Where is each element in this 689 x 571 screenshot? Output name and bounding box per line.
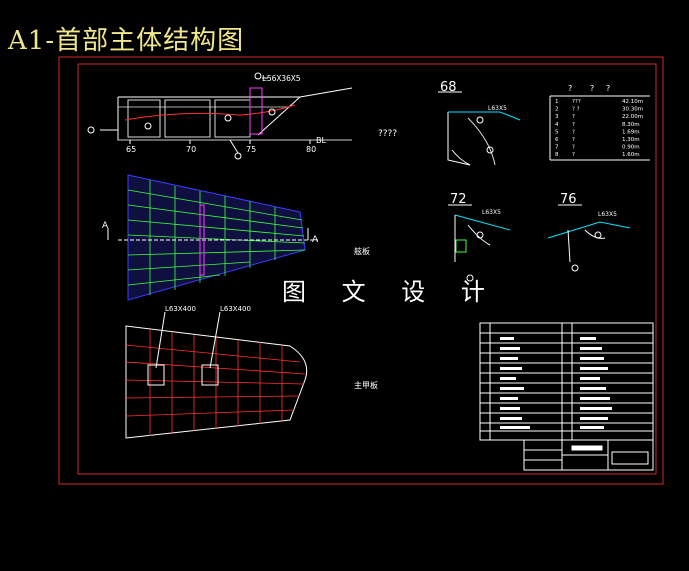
small-table-header-2: ? xyxy=(590,84,594,93)
small-table-cell: 8 xyxy=(555,152,559,158)
small-table-cell: ? xyxy=(572,129,575,135)
small-table-cell: 2 xyxy=(555,107,559,113)
section-72 xyxy=(448,204,511,282)
lower-plan-label: 主甲板 xyxy=(354,380,378,390)
small-table-cell: 1.69m xyxy=(622,129,640,135)
profile-note: ???? xyxy=(378,129,397,139)
small-table-header-1: ? xyxy=(568,84,572,93)
upper-plan-end-left: A xyxy=(102,221,109,231)
section-68 xyxy=(438,91,521,166)
small-table-cell: ? xyxy=(572,122,575,128)
small-table-cell: 42.10m xyxy=(622,99,643,105)
small-table-cell: 8.30m xyxy=(622,122,640,128)
small-table xyxy=(549,95,650,161)
profile-view xyxy=(87,72,353,160)
section-76-callout: L63X5 xyxy=(598,211,617,218)
frame-label-70: 70 xyxy=(186,145,196,154)
upper-plan-label: 舷板 xyxy=(354,246,370,256)
frame-label-75: 75 xyxy=(246,145,256,154)
small-table-cell: ? ? xyxy=(572,107,580,113)
profile-callout: L56X36X5 xyxy=(262,74,301,83)
small-table-cell: 5 xyxy=(555,129,559,135)
small-table-cell: 4 xyxy=(555,122,559,128)
section-68-label: 68 xyxy=(440,80,457,95)
small-table-cell: 6 xyxy=(555,137,559,143)
section-68-callout: L63X5 xyxy=(488,105,507,112)
small-table-cell: ? xyxy=(572,137,575,143)
small-table-cell: ? xyxy=(572,114,575,120)
lower-plan-callout-1: L63X400 xyxy=(165,305,196,313)
lower-plan-view xyxy=(125,311,308,439)
small-table-cell: 0.90m xyxy=(622,145,640,151)
section-76 xyxy=(547,204,631,272)
small-table-cell: ??? xyxy=(572,99,581,105)
small-table-cell: ? xyxy=(572,152,575,158)
baseline-label: BL xyxy=(316,136,326,145)
section-72-callout: L63X5 xyxy=(482,209,501,216)
parts-list-table xyxy=(479,322,654,441)
small-table-cell: 1.60m xyxy=(622,152,640,158)
small-table-cell: 30.30m xyxy=(622,107,643,113)
sheet-inner-border xyxy=(77,63,657,475)
small-table-cell: 3 xyxy=(555,114,559,120)
frame-label-65: 65 xyxy=(126,145,136,154)
title-block xyxy=(523,439,654,471)
small-table-cell: ? xyxy=(572,145,575,151)
section-76-label: 76 xyxy=(560,192,577,207)
section-72-label: 72 xyxy=(450,192,467,207)
drawing-title: A1-首部主体结构图 xyxy=(8,26,245,56)
upper-plan-end-right: A xyxy=(312,235,319,245)
small-table-cell: 1 xyxy=(555,99,559,105)
small-table-cell: 22.00m xyxy=(622,114,643,120)
frame-label-80: 80 xyxy=(306,145,316,154)
sheet-outer-border xyxy=(58,56,664,485)
watermark: 图 文 设 计 xyxy=(282,278,499,306)
small-table-header-3: ? xyxy=(606,84,610,93)
parts-list-fill-marks xyxy=(500,337,612,429)
lower-plan-callout-2: L63X400 xyxy=(220,305,251,313)
small-table-cell: 7 xyxy=(555,145,559,151)
upper-plan-view xyxy=(107,174,318,301)
small-table-cell: 1.30m xyxy=(622,137,640,143)
profile-frame-ticks xyxy=(129,140,311,144)
